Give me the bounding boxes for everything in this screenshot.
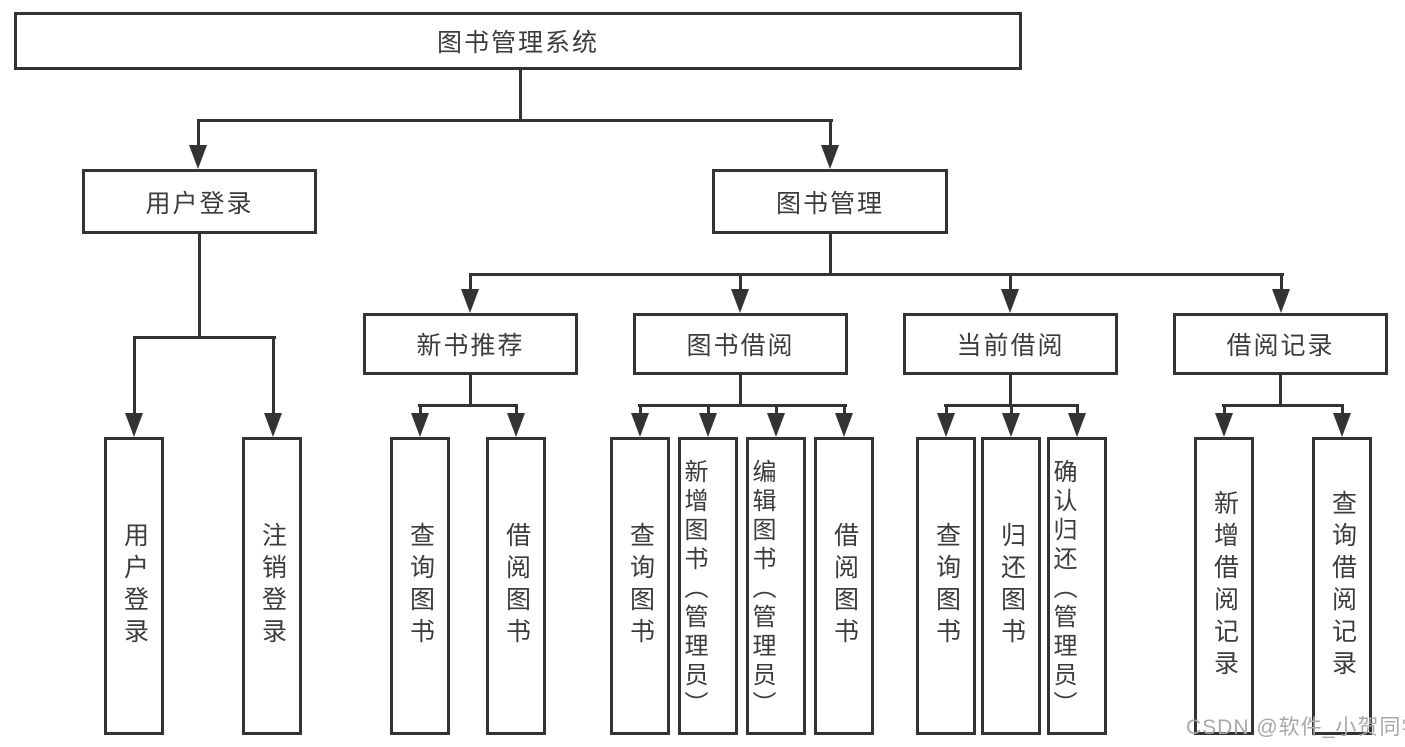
node-label: 借阅图书 bbox=[502, 522, 531, 650]
node-label: 用户登录 bbox=[120, 522, 149, 650]
watermark: CSDN @软件_小贺同学 bbox=[1186, 716, 1405, 739]
connector-line bbox=[829, 119, 832, 149]
node-label: 图书管理 bbox=[775, 189, 884, 218]
node-library-management-system: 图书管理系统 bbox=[14, 12, 1022, 70]
node-leaf-logout: 注销登录 bbox=[242, 437, 302, 735]
node-label: 查询图书 bbox=[932, 522, 961, 650]
arrow-down-icon bbox=[731, 289, 749, 313]
connector-line bbox=[469, 273, 472, 293]
connector-line bbox=[1341, 404, 1344, 416]
connector-line bbox=[133, 336, 276, 339]
arrow-down-icon bbox=[1333, 413, 1351, 437]
connector-line bbox=[638, 404, 847, 407]
arrow-down-icon bbox=[767, 413, 785, 437]
connector-line bbox=[133, 336, 136, 416]
node-label: 当前借阅 bbox=[956, 332, 1065, 360]
node-leaf-add-books-admin: 新增图书（管理员） bbox=[678, 437, 738, 735]
node-new-book-recommend: 新书推荐 bbox=[363, 313, 578, 375]
node-borrow-records: 借阅记录 bbox=[1173, 313, 1388, 375]
connector-line bbox=[1223, 404, 1226, 416]
connector-line bbox=[639, 404, 642, 416]
connector-line bbox=[775, 404, 778, 416]
node-label: 归还图书 bbox=[997, 522, 1026, 650]
node-book-borrow: 图书借阅 bbox=[633, 313, 848, 375]
connector-line bbox=[1010, 404, 1013, 416]
node-label: 确认归还（管理员） bbox=[1049, 459, 1076, 720]
node-leaf-edit-books-admin: 编辑图书（管理员） bbox=[746, 437, 806, 735]
node-label: 查询图书 bbox=[406, 522, 435, 650]
node-label: 注销登录 bbox=[258, 522, 287, 650]
connector-line bbox=[1222, 404, 1344, 407]
connector-line bbox=[739, 375, 742, 406]
connector-line bbox=[707, 404, 710, 416]
node-label: 借阅图书 bbox=[830, 522, 859, 650]
node-label: 借阅记录 bbox=[1226, 332, 1335, 360]
connector-line bbox=[419, 404, 422, 416]
arrow-down-icon bbox=[125, 413, 143, 437]
node-label: 用户登录 bbox=[145, 189, 254, 218]
connector-line bbox=[739, 273, 742, 293]
arrow-down-icon bbox=[835, 413, 853, 437]
connector-line bbox=[197, 119, 200, 149]
connector-line bbox=[829, 233, 832, 275]
node-leaf-add-borrow-record: 新增借阅记录 bbox=[1194, 437, 1254, 735]
connector-line bbox=[515, 404, 518, 416]
connector-line bbox=[944, 404, 1079, 407]
arrow-down-icon bbox=[411, 413, 429, 437]
node-leaf-borrow-books: 借阅图书 bbox=[814, 437, 874, 735]
arrow-down-icon bbox=[1068, 413, 1086, 437]
node-label: 新增借阅记录 bbox=[1210, 490, 1239, 682]
arrow-down-icon bbox=[937, 413, 955, 437]
arrow-down-icon bbox=[264, 413, 282, 437]
arrow-down-icon bbox=[1001, 289, 1019, 313]
node-book-management: 图书管理 bbox=[712, 169, 948, 234]
arrow-down-icon bbox=[1215, 413, 1233, 437]
node-leaf-query-books-current: 查询图书 bbox=[916, 437, 976, 735]
node-label: 查询图书 bbox=[626, 522, 655, 650]
connector-line bbox=[1076, 404, 1079, 416]
node-leaf-query-books-recommend: 查询图书 bbox=[390, 437, 450, 735]
connector-line bbox=[945, 404, 948, 416]
connector-line bbox=[1009, 375, 1012, 406]
node-leaf-query-borrow-record: 查询借阅记录 bbox=[1312, 437, 1372, 735]
arrow-down-icon bbox=[821, 145, 839, 169]
connector-line bbox=[197, 119, 833, 122]
node-label: 查询借阅记录 bbox=[1328, 490, 1357, 682]
node-leaf-return-books: 归还图书 bbox=[981, 437, 1041, 735]
connector-line bbox=[1009, 273, 1012, 293]
node-label: 新书推荐 bbox=[416, 332, 525, 360]
arrow-down-icon bbox=[507, 413, 525, 437]
arrow-down-icon bbox=[1002, 413, 1020, 437]
connector-line bbox=[272, 336, 275, 416]
arrow-down-icon bbox=[631, 413, 649, 437]
node-leaf-query-books-borrow: 查询图书 bbox=[610, 437, 670, 735]
connector-line bbox=[469, 273, 1284, 276]
node-label: 图书管理系统 bbox=[436, 29, 599, 57]
connector-line bbox=[519, 70, 522, 120]
node-user-login: 用户登录 bbox=[82, 169, 317, 234]
arrow-down-icon bbox=[1272, 289, 1290, 313]
connector-line bbox=[1279, 375, 1282, 406]
connector-line bbox=[198, 233, 201, 338]
connector-line bbox=[1280, 273, 1283, 293]
node-leaf-borrow-books-recommend: 借阅图书 bbox=[486, 437, 546, 735]
node-label: 图书借阅 bbox=[686, 332, 795, 360]
arrow-down-icon bbox=[699, 413, 717, 437]
node-label: 编辑图书（管理员） bbox=[748, 459, 775, 720]
node-label: 新增图书（管理员） bbox=[680, 459, 707, 720]
arrow-down-icon bbox=[461, 289, 479, 313]
connector-line bbox=[418, 404, 518, 407]
connector-line bbox=[843, 404, 846, 416]
arrow-down-icon bbox=[189, 145, 207, 169]
node-leaf-confirm-return-admin: 确认归还（管理员） bbox=[1047, 437, 1107, 735]
connector-line bbox=[469, 375, 472, 406]
node-current-borrow: 当前借阅 bbox=[903, 313, 1118, 375]
node-leaf-user-login: 用户登录 bbox=[104, 437, 164, 735]
